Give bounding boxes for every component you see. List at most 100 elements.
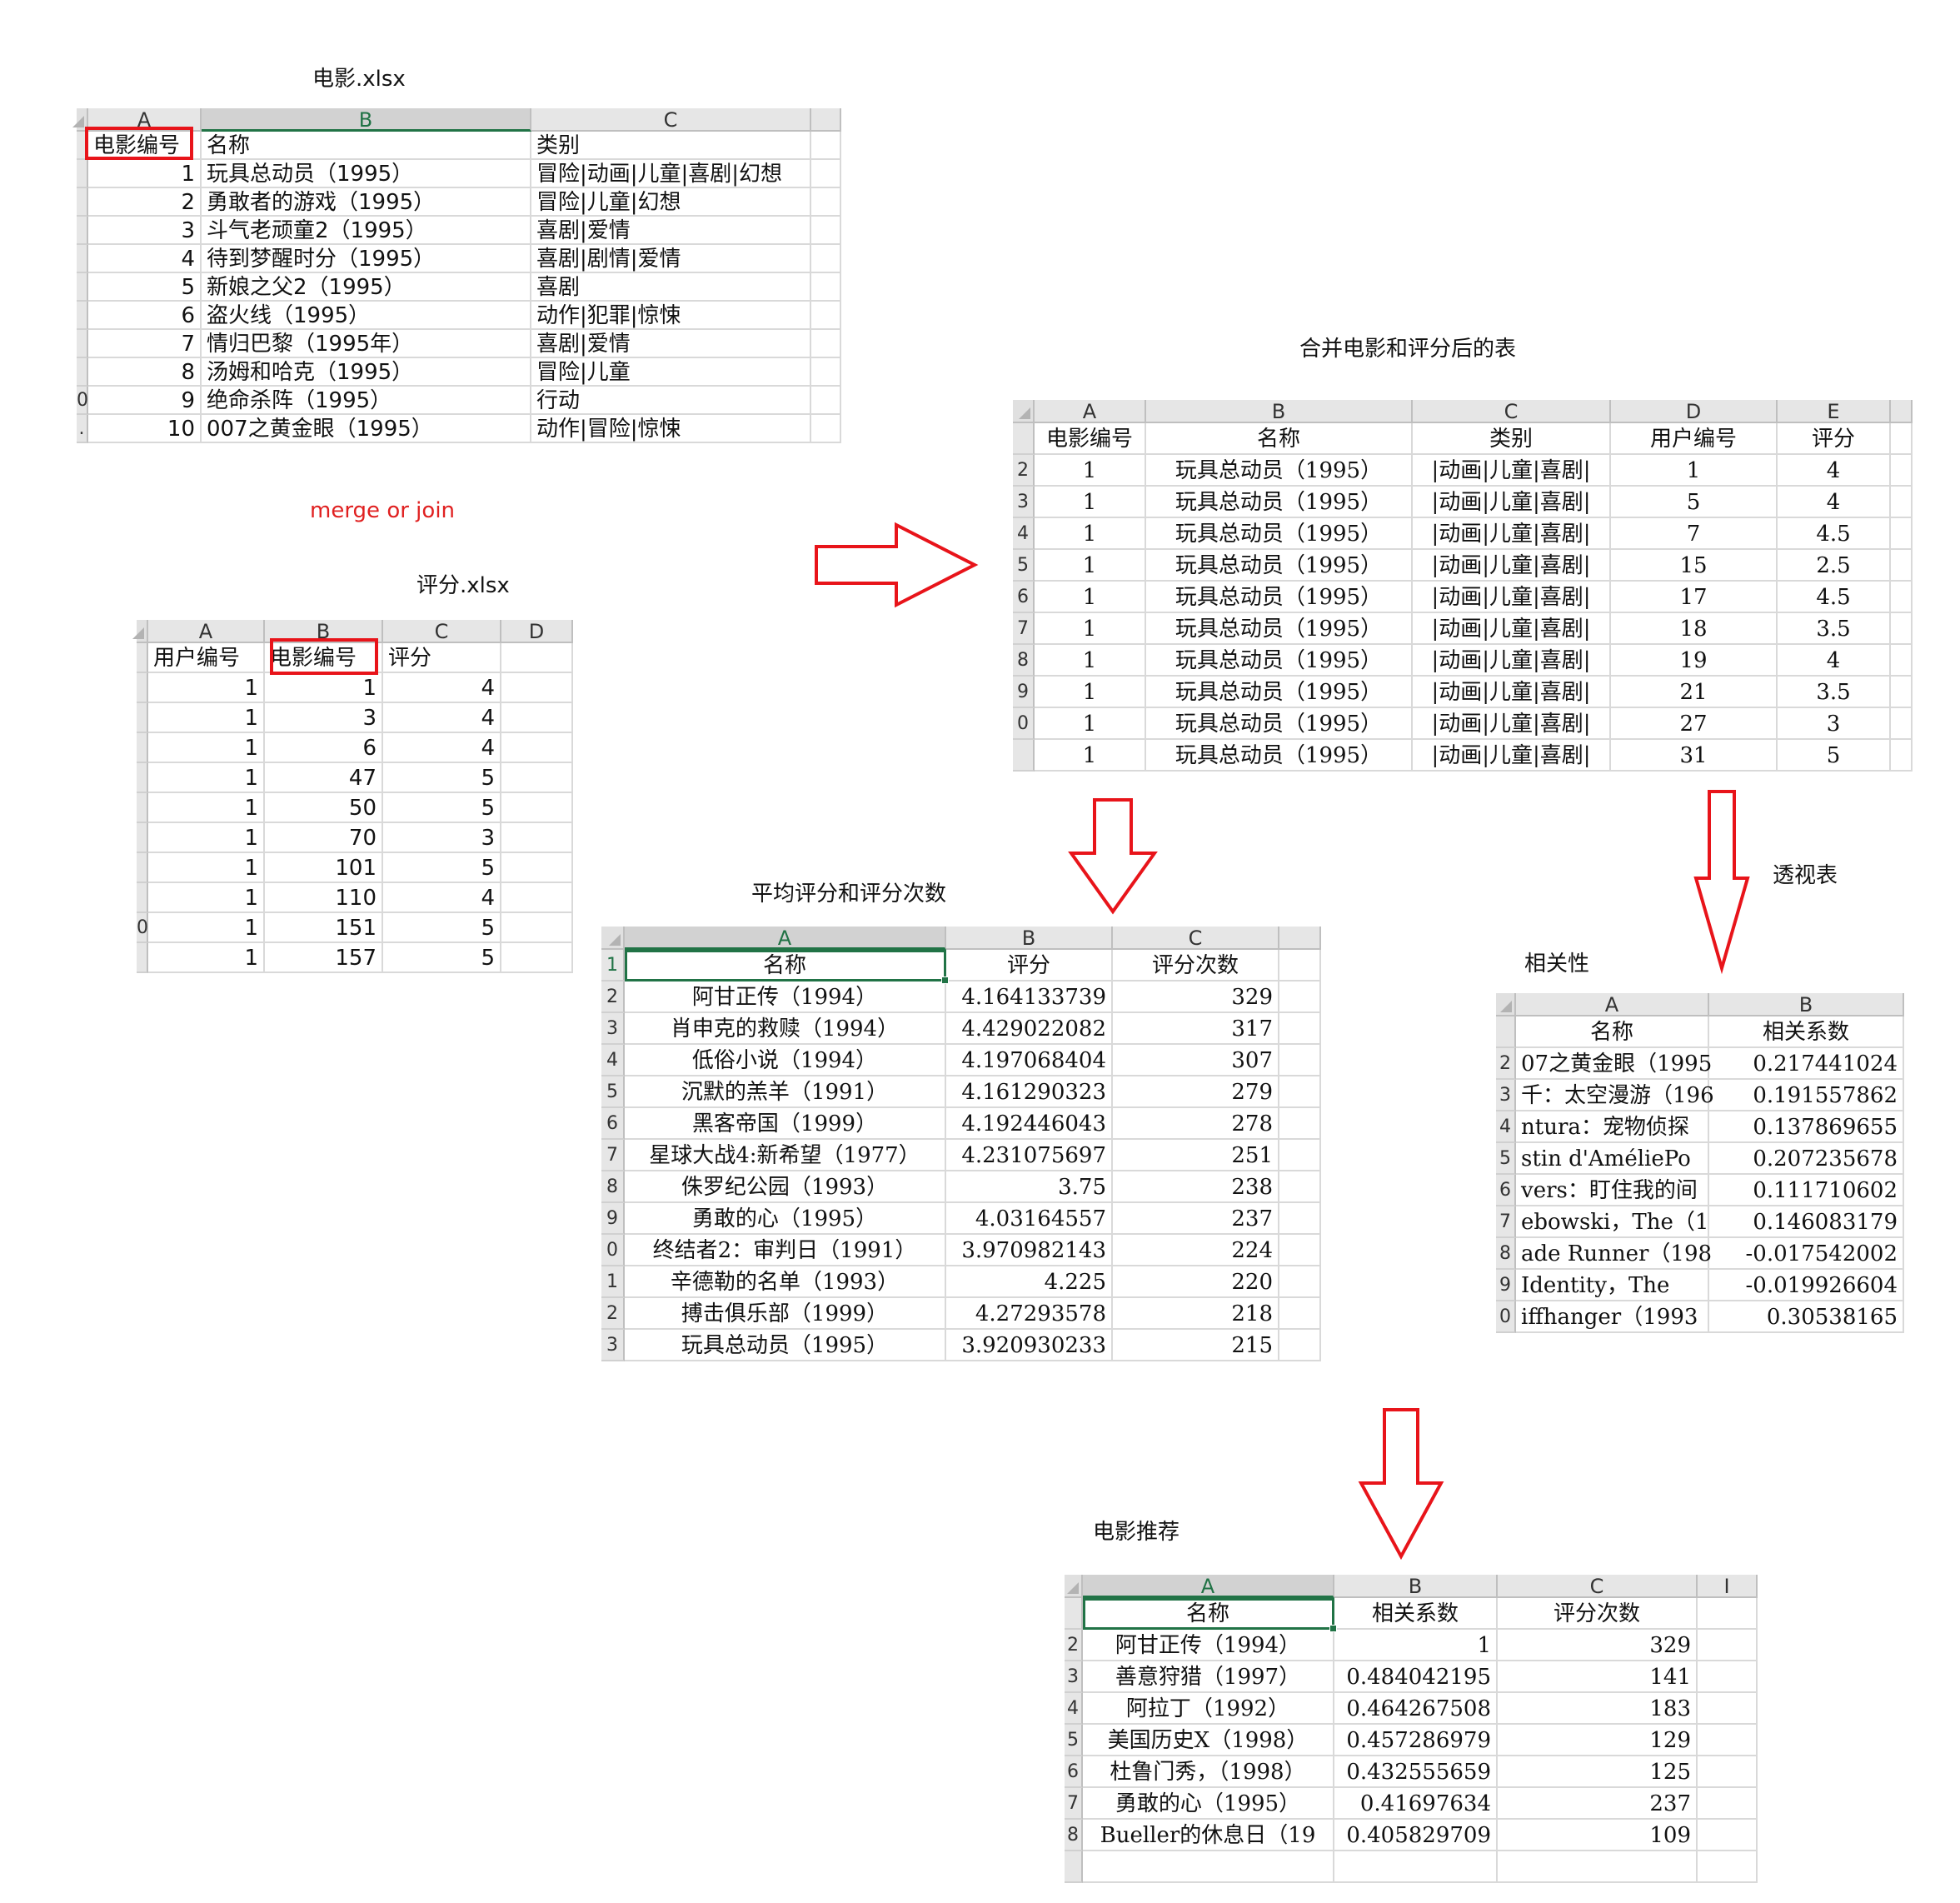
data-cell[interactable]: 4 bbox=[88, 245, 202, 273]
data-cell[interactable] bbox=[1698, 1756, 1758, 1788]
data-cell[interactable]: 玩具总动员（1995） bbox=[1146, 740, 1413, 772]
data-cell[interactable]: 1 bbox=[148, 733, 265, 763]
data-cell[interactable] bbox=[1279, 1266, 1321, 1298]
data-cell[interactable] bbox=[1279, 1235, 1321, 1266]
data-cell[interactable]: 151 bbox=[265, 913, 383, 943]
header-cell[interactable] bbox=[1891, 423, 1913, 455]
data-cell[interactable]: 4 bbox=[383, 673, 501, 703]
data-cell[interactable]: 1 bbox=[1035, 487, 1146, 518]
data-cell[interactable]: |动画|儿童|喜剧| bbox=[1413, 455, 1611, 487]
column-header-C[interactable]: C bbox=[383, 620, 501, 643]
header-cell[interactable]: 评分次数 bbox=[1113, 950, 1279, 981]
data-cell[interactable]: 喜剧|爱情 bbox=[531, 217, 811, 245]
data-cell[interactable]: |动画|儿童|喜剧| bbox=[1413, 550, 1611, 582]
data-cell[interactable]: -0.017542002 bbox=[1709, 1238, 1904, 1270]
data-cell[interactable]: 238 bbox=[1113, 1171, 1279, 1203]
data-cell[interactable]: 251 bbox=[1113, 1140, 1279, 1171]
data-cell[interactable]: 157 bbox=[265, 943, 383, 973]
data-cell[interactable]: 4 bbox=[383, 733, 501, 763]
data-cell[interactable]: 4 bbox=[383, 703, 501, 733]
data-cell[interactable]: 4.429022082 bbox=[946, 1013, 1113, 1045]
data-cell[interactable]: 4.231075697 bbox=[946, 1140, 1113, 1171]
data-cell[interactable]: 3.5 bbox=[1778, 613, 1891, 645]
data-cell[interactable]: 玩具总动员（1995） bbox=[1146, 582, 1413, 613]
data-cell[interactable]: 1 bbox=[1035, 582, 1146, 613]
data-cell[interactable]: 307 bbox=[1113, 1045, 1279, 1076]
data-cell[interactable] bbox=[501, 853, 573, 883]
header-cell[interactable]: 评分 bbox=[383, 643, 501, 673]
data-cell[interactable]: 黑客帝国（1999） bbox=[625, 1108, 946, 1140]
data-cell[interactable] bbox=[1891, 518, 1913, 550]
data-cell[interactable]: 玩具总动员（1995） bbox=[1146, 708, 1413, 740]
data-cell[interactable] bbox=[1891, 645, 1913, 677]
data-cell[interactable]: 1 bbox=[1035, 518, 1146, 550]
data-cell[interactable]: 汤姆和哈克（1995） bbox=[202, 358, 531, 387]
data-cell[interactable] bbox=[1891, 550, 1913, 582]
data-cell[interactable]: 5 bbox=[1778, 740, 1891, 772]
data-cell[interactable]: 47 bbox=[265, 763, 383, 793]
data-cell[interactable]: 4.5 bbox=[1778, 582, 1891, 613]
data-cell[interactable] bbox=[1891, 455, 1913, 487]
data-cell[interactable]: 109 bbox=[1498, 1820, 1698, 1851]
data-cell[interactable]: 1 bbox=[148, 673, 265, 703]
data-cell[interactable]: 肖申克的救赎（1994） bbox=[625, 1013, 946, 1045]
data-cell[interactable]: 007之黄金眼（1995） bbox=[202, 415, 531, 443]
data-cell[interactable]: 237 bbox=[1498, 1788, 1698, 1820]
data-cell[interactable] bbox=[1279, 1330, 1321, 1361]
column-header-A[interactable]: A bbox=[625, 927, 946, 950]
data-cell[interactable] bbox=[1698, 1630, 1758, 1661]
column-header-C[interactable]: C bbox=[1413, 400, 1611, 423]
data-cell[interactable]: -0.019926604 bbox=[1709, 1270, 1904, 1301]
data-cell[interactable]: ebowski，The（1 bbox=[1516, 1206, 1709, 1238]
data-cell[interactable] bbox=[811, 302, 841, 330]
data-cell[interactable] bbox=[501, 703, 573, 733]
data-cell[interactable]: 玩具总动员（1995） bbox=[1146, 677, 1413, 708]
data-cell[interactable]: 0.217441024 bbox=[1709, 1048, 1904, 1080]
data-cell[interactable]: 0.432555659 bbox=[1334, 1756, 1498, 1788]
data-cell[interactable] bbox=[811, 387, 841, 415]
data-cell[interactable]: 动作|犯罪|惊悚 bbox=[531, 302, 811, 330]
data-cell[interactable] bbox=[1279, 1108, 1321, 1140]
data-cell[interactable]: 星球大战4:新希望（1977） bbox=[625, 1140, 946, 1171]
data-cell[interactable]: Identity，The bbox=[1516, 1270, 1709, 1301]
column-header-E[interactable]: E bbox=[1778, 400, 1891, 423]
data-cell[interactable]: 新娘之父2（1995） bbox=[202, 273, 531, 302]
data-cell[interactable]: 279 bbox=[1113, 1076, 1279, 1108]
data-cell[interactable]: 4.5 bbox=[1778, 518, 1891, 550]
data-cell[interactable]: |动画|儿童|喜剧| bbox=[1413, 518, 1611, 550]
data-cell[interactable]: 07之黄金眼（1995 bbox=[1516, 1048, 1712, 1080]
data-cell[interactable]: 4.161290323 bbox=[946, 1076, 1113, 1108]
data-cell[interactable]: 沉默的羔羊（1991） bbox=[625, 1076, 946, 1108]
data-cell[interactable]: 杜鲁门秀，（1998） bbox=[1083, 1756, 1334, 1788]
data-cell[interactable]: 1 bbox=[1611, 455, 1778, 487]
data-cell[interactable]: 1 bbox=[148, 883, 265, 913]
data-cell[interactable]: 3 bbox=[265, 703, 383, 733]
data-cell[interactable]: 4.197068404 bbox=[946, 1045, 1113, 1076]
data-cell[interactable]: 317 bbox=[1113, 1013, 1279, 1045]
data-cell[interactable]: 斗气老顽童2（1995） bbox=[202, 217, 531, 245]
data-cell[interactable]: 0.191557862 bbox=[1709, 1080, 1904, 1111]
column-header-B[interactable]: B bbox=[202, 108, 531, 132]
data-cell[interactable]: 喜剧|剧情|爱情 bbox=[531, 245, 811, 273]
data-cell[interactable]: 绝命杀阵（1995） bbox=[202, 387, 531, 415]
column-header-B[interactable]: B bbox=[946, 927, 1113, 950]
data-cell[interactable]: 1 bbox=[1035, 455, 1146, 487]
data-cell[interactable]: 搏击俱乐部（1999） bbox=[625, 1298, 946, 1330]
header-cell[interactable]: 评分 bbox=[1778, 423, 1891, 455]
data-cell[interactable]: 0.405829709 bbox=[1334, 1820, 1498, 1851]
data-cell[interactable]: |动画|儿童|喜剧| bbox=[1413, 677, 1611, 708]
data-cell[interactable]: 1 bbox=[148, 763, 265, 793]
data-cell[interactable]: 0.484042195 bbox=[1334, 1661, 1498, 1693]
data-cell[interactable]: 70 bbox=[265, 823, 383, 853]
data-cell[interactable]: 4 bbox=[1778, 455, 1891, 487]
data-cell[interactable]: 0.464267508 bbox=[1334, 1693, 1498, 1725]
data-cell[interactable]: 玩具总动员（1995） bbox=[1146, 455, 1413, 487]
data-cell[interactable]: 2.5 bbox=[1778, 550, 1891, 582]
data-cell[interactable]: 1 bbox=[265, 673, 383, 703]
data-cell[interactable] bbox=[1279, 1013, 1321, 1045]
data-cell[interactable]: |动画|儿童|喜剧| bbox=[1413, 740, 1611, 772]
header-cell[interactable]: 名称 bbox=[1516, 1016, 1709, 1048]
data-cell[interactable] bbox=[1279, 1203, 1321, 1235]
data-cell[interactable]: 4.03164557 bbox=[946, 1203, 1113, 1235]
data-cell[interactable]: 勇敢的心（1995） bbox=[1083, 1788, 1334, 1820]
